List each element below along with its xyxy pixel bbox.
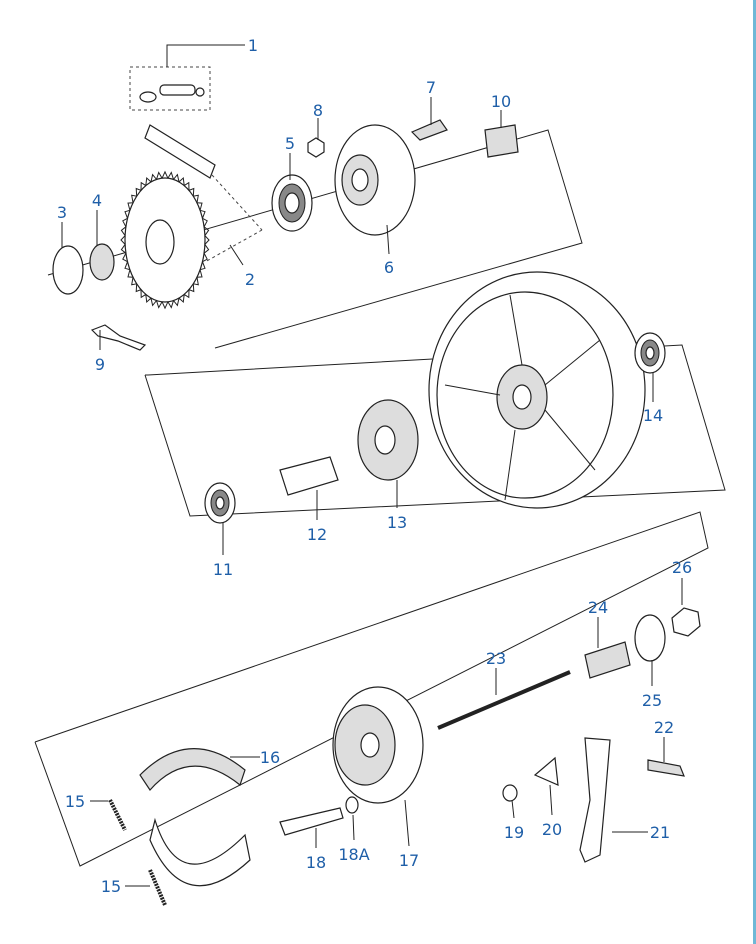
part-22-bolt bbox=[647, 759, 685, 777]
part-25-washer bbox=[634, 614, 666, 662]
label-5: 5 bbox=[285, 134, 295, 153]
part-12-spacer bbox=[279, 456, 339, 496]
group-outline-brake bbox=[34, 511, 709, 867]
label-2: 2 bbox=[245, 270, 255, 289]
label-7: 7 bbox=[426, 78, 436, 97]
part-23-axle bbox=[437, 670, 571, 730]
label-22: 22 bbox=[654, 718, 674, 737]
part-5-bearing bbox=[271, 174, 313, 232]
part-26-axle-nut bbox=[671, 607, 701, 637]
label-16: 16 bbox=[260, 748, 280, 767]
rear-sprocket bbox=[120, 170, 210, 310]
label-17: 17 bbox=[399, 851, 419, 870]
label-18a: 18A bbox=[338, 845, 369, 864]
label-13: 13 bbox=[387, 513, 407, 532]
rear-wheel-rim bbox=[428, 271, 646, 509]
label-3: 3 bbox=[57, 203, 67, 222]
label-19: 19 bbox=[504, 823, 524, 842]
label-8: 8 bbox=[313, 101, 323, 120]
label-1: 1 bbox=[248, 36, 258, 55]
group-outline-wheel bbox=[144, 344, 726, 517]
label-6: 6 bbox=[384, 258, 394, 277]
part-15-spring-lower bbox=[148, 869, 167, 906]
label-24: 24 bbox=[588, 598, 608, 617]
label-21: 21 bbox=[650, 823, 670, 842]
label-15-lower: 15 bbox=[101, 877, 121, 896]
sprocket-teeth bbox=[120, 170, 210, 310]
label-12: 12 bbox=[307, 525, 327, 544]
label-14: 14 bbox=[643, 406, 663, 425]
part-15-spring-upper bbox=[108, 799, 127, 831]
part-10-collar bbox=[484, 124, 519, 158]
label-23: 23 bbox=[486, 649, 506, 668]
part-18-brake-cam bbox=[279, 807, 344, 836]
chain-link-box bbox=[129, 66, 211, 111]
part-7-stud bbox=[410, 119, 448, 141]
label-25: 25 bbox=[642, 691, 662, 710]
leader-1 bbox=[166, 44, 245, 67]
part-6-sprocket-hub bbox=[334, 124, 416, 236]
part-13-cush-rubber bbox=[357, 399, 419, 481]
label-15-upper: 15 bbox=[65, 792, 85, 811]
page-edge-bar bbox=[753, 0, 756, 944]
label-4: 4 bbox=[92, 191, 102, 210]
label-18: 18 bbox=[306, 853, 326, 872]
part-11-bearing bbox=[204, 482, 236, 524]
part-14-bearing bbox=[634, 332, 666, 374]
label-9: 9 bbox=[95, 355, 105, 374]
part-19-washer bbox=[502, 784, 518, 802]
part-3-spacer bbox=[52, 245, 84, 295]
chain-master-link bbox=[139, 84, 205, 103]
part-9-lock-plate bbox=[90, 324, 147, 351]
label-11: 11 bbox=[213, 560, 233, 579]
label-26: 26 bbox=[672, 558, 692, 577]
drive-chain bbox=[144, 124, 263, 263]
part-24-collar bbox=[584, 641, 631, 679]
part-18a-seal bbox=[345, 796, 359, 814]
label-10: 10 bbox=[491, 92, 511, 111]
label-20: 20 bbox=[542, 820, 562, 839]
part-16-brake-shoes bbox=[139, 748, 251, 887]
part-8-nut bbox=[307, 137, 325, 158]
leader-lines bbox=[61, 97, 683, 887]
part-4-collar bbox=[89, 243, 115, 281]
part-20-indicator bbox=[533, 756, 559, 786]
part-17-brake-panel bbox=[332, 686, 424, 804]
part-21-brake-arm bbox=[579, 737, 611, 863]
